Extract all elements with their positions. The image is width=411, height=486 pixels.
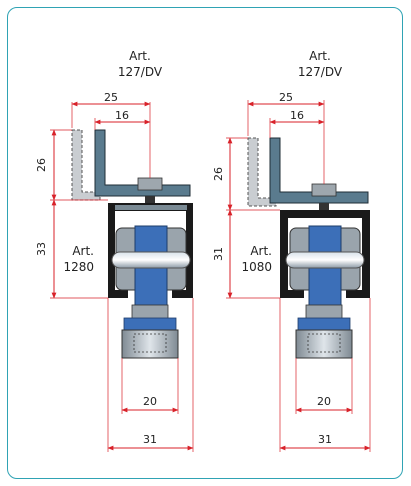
right-roller-axle bbox=[285, 251, 365, 269]
left-dim-bracket-height: 26 bbox=[35, 158, 48, 172]
left-bracket-label-line2: 127/DV bbox=[118, 65, 163, 79]
left-profile-label-line1: Art. bbox=[72, 244, 94, 258]
left-roller-axle bbox=[111, 251, 191, 269]
left-dim-profile-height: 33 bbox=[35, 242, 48, 256]
left-profile-label-line2: 1280 bbox=[63, 260, 94, 274]
left-dim-bottom-inner: 20 bbox=[143, 395, 157, 408]
left-bracket bbox=[94, 129, 191, 197]
left-dim-top-outer: 25 bbox=[104, 91, 118, 104]
right-hanger-bolt-hidden bbox=[307, 333, 341, 353]
right-washer bbox=[297, 317, 351, 331]
right-dim-bottom-outer: 31 bbox=[318, 433, 332, 446]
right-assembly: Art. 127/DV Art. 1080 25 16 26 31 bbox=[212, 49, 371, 452]
diagram-frame bbox=[7, 7, 403, 479]
right-hanger-block bbox=[295, 329, 353, 359]
right-dim-bracket-height: 26 bbox=[212, 167, 225, 181]
right-dim-top-outer: 25 bbox=[279, 91, 293, 104]
left-hanger-bolt-hidden bbox=[133, 333, 167, 353]
left-hanger-block bbox=[121, 329, 179, 359]
right-dim-bottom-inner: 20 bbox=[317, 395, 331, 408]
left-dim-top-inner: 16 bbox=[115, 109, 129, 122]
right-dim-profile-height: 31 bbox=[212, 247, 225, 261]
right-bracket-label-line1: Art. bbox=[309, 49, 331, 63]
right-bracket-label-line2: 127/DV bbox=[298, 65, 343, 79]
left-assembly: Art. 127/DV Art. 1280 25 16 bbox=[35, 49, 194, 452]
right-nut bbox=[305, 304, 343, 320]
left-profile-top-strip bbox=[115, 205, 187, 210]
right-profile-label-line2: 1080 bbox=[241, 260, 272, 274]
left-nut bbox=[131, 304, 169, 320]
left-bracket-label-line1: Art. bbox=[129, 49, 151, 63]
left-dim-bottom-outer: 31 bbox=[143, 433, 157, 446]
left-bolt-head bbox=[137, 177, 163, 191]
right-profile-label-line1: Art. bbox=[250, 244, 272, 258]
right-bolt-head bbox=[311, 183, 337, 197]
right-bolt-shank bbox=[319, 203, 329, 215]
right-bracket bbox=[269, 137, 369, 204]
left-washer bbox=[123, 317, 177, 331]
right-dim-top-inner: 16 bbox=[290, 109, 304, 122]
